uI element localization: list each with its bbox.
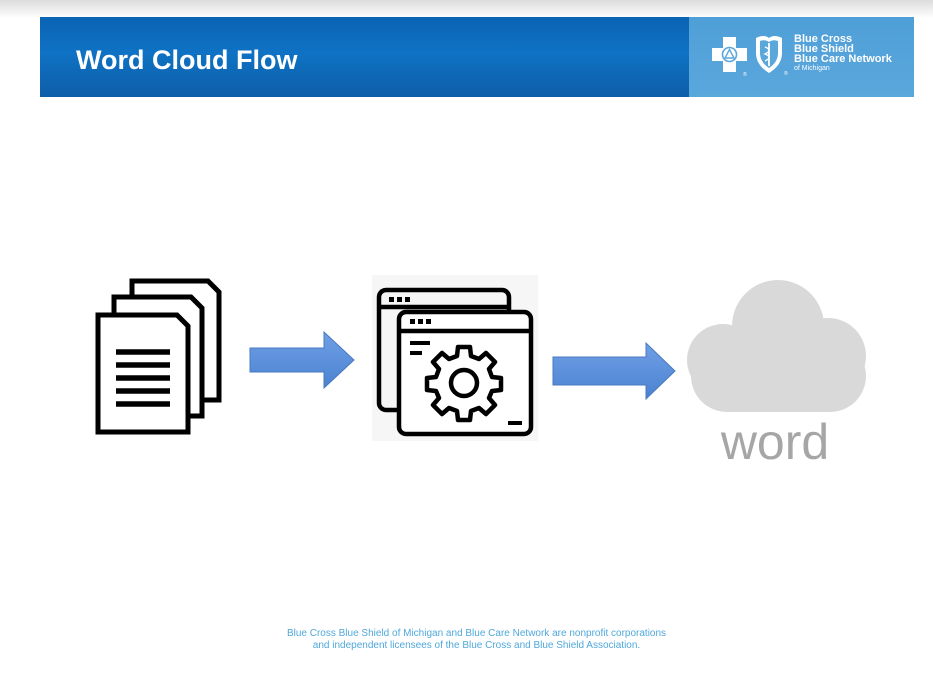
flow-arrow-2 [552,341,676,401]
logo-line-2: Blue Shield [794,43,854,55]
logo-panel: ® ® Blue Cross Blue Shield Blue Care Net… [689,17,914,97]
logo-line-3: Blue Care Network [794,53,892,65]
cross-icon: ® [712,37,747,77]
slide-header: Word Cloud Flow ® ® Blue Cross Blue Shie… [40,17,914,97]
footer-disclaimer: Blue Cross Blue Shield of Michigan and B… [0,628,933,652]
logo-line-4: of Michigan [794,65,830,72]
footer-line-1: Blue Cross Blue Shield of Michigan and B… [286,628,667,639]
settings-window-icon [372,275,538,441]
flow-arrow-1 [249,330,355,390]
cloud-word-label: word [720,414,829,468]
logo-line-1: Blue Cross [794,33,853,45]
footer-line-2: and independent licensees of the Blue Cr… [312,640,641,651]
svg-text:®: ® [784,70,788,77]
svg-text:®: ® [743,71,747,77]
documents-icon [95,278,222,435]
logo-wordmark: Blue Cross Blue Shield Blue Care Network… [794,34,892,74]
cloud-icon: word [687,280,866,468]
slide-title: Word Cloud Flow [76,45,298,75]
top-shade [0,0,933,18]
shield-icon: ® [756,36,788,77]
